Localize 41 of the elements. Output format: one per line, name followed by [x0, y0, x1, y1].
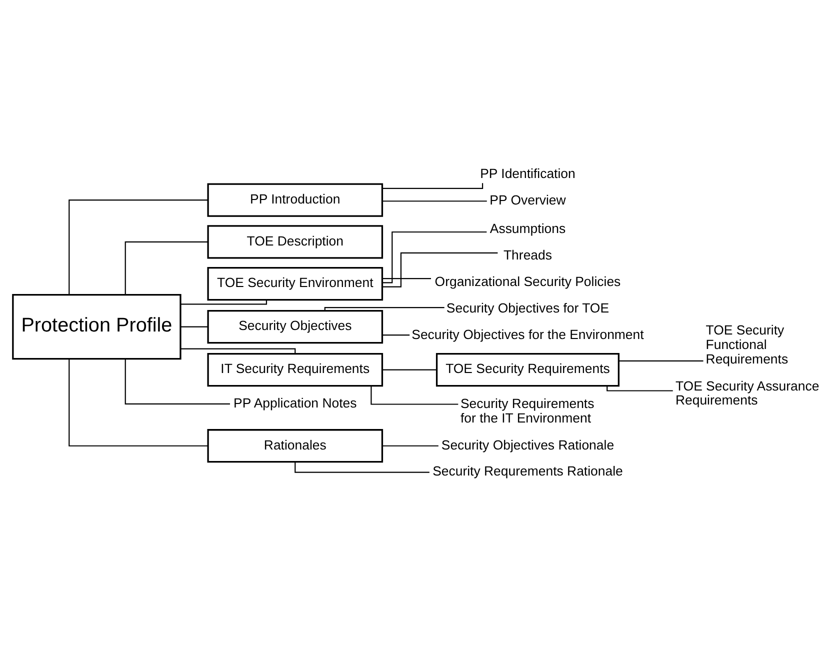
- connector: [124, 359, 230, 405]
- node-box: TOE Description: [207, 225, 384, 259]
- node-text: Security Objectives for the Environment: [412, 327, 644, 342]
- connector: [606, 386, 673, 392]
- node-text: Organizational Security Policies: [434, 274, 621, 290]
- connector: [618, 360, 704, 362]
- node-box: IT Security Requirements: [207, 352, 384, 387]
- node-text: PP Application Notes: [234, 395, 357, 410]
- node-text: Security Objectives for TOE: [446, 300, 610, 316]
- node-text: TOE Security Assurance Requirements: [675, 378, 820, 408]
- node-text: Assumptions: [490, 221, 566, 236]
- node-text: PP Identification: [480, 166, 576, 182]
- connector: [382, 369, 436, 370]
- connector: [68, 199, 208, 295]
- node-box: Protection Profile: [12, 294, 182, 360]
- connector: [382, 278, 431, 280]
- connector: [370, 386, 458, 405]
- connector: [124, 241, 208, 295]
- connector: [382, 183, 484, 189]
- connector: [382, 334, 410, 336]
- connector: [68, 359, 208, 446]
- node-text: PP Overview: [490, 192, 566, 208]
- connector: [382, 252, 498, 288]
- node-text: Security Requrements Rationale: [432, 464, 623, 479]
- connector: [382, 200, 487, 202]
- node-text: Security Objectives Rationale: [441, 437, 614, 452]
- node-box: Rationales: [207, 429, 384, 463]
- node-box: PP Introduction: [207, 183, 384, 217]
- node-text: Security Requirements for the IT Environment: [460, 396, 594, 426]
- node-text: Threads: [503, 248, 552, 263]
- node-text: TOE Security Functional Requirements: [706, 322, 788, 366]
- connector: [382, 231, 487, 284]
- node-box: Security Objectives: [207, 310, 384, 344]
- connector: [180, 300, 268, 305]
- node-box: TOE Security Requirements: [436, 352, 620, 387]
- connector: [382, 445, 438, 446]
- connector: [324, 306, 444, 311]
- connector: [294, 462, 430, 473]
- node-box: TOE Security Environment: [207, 267, 384, 301]
- connector: [180, 326, 208, 328]
- connector: [180, 348, 296, 354]
